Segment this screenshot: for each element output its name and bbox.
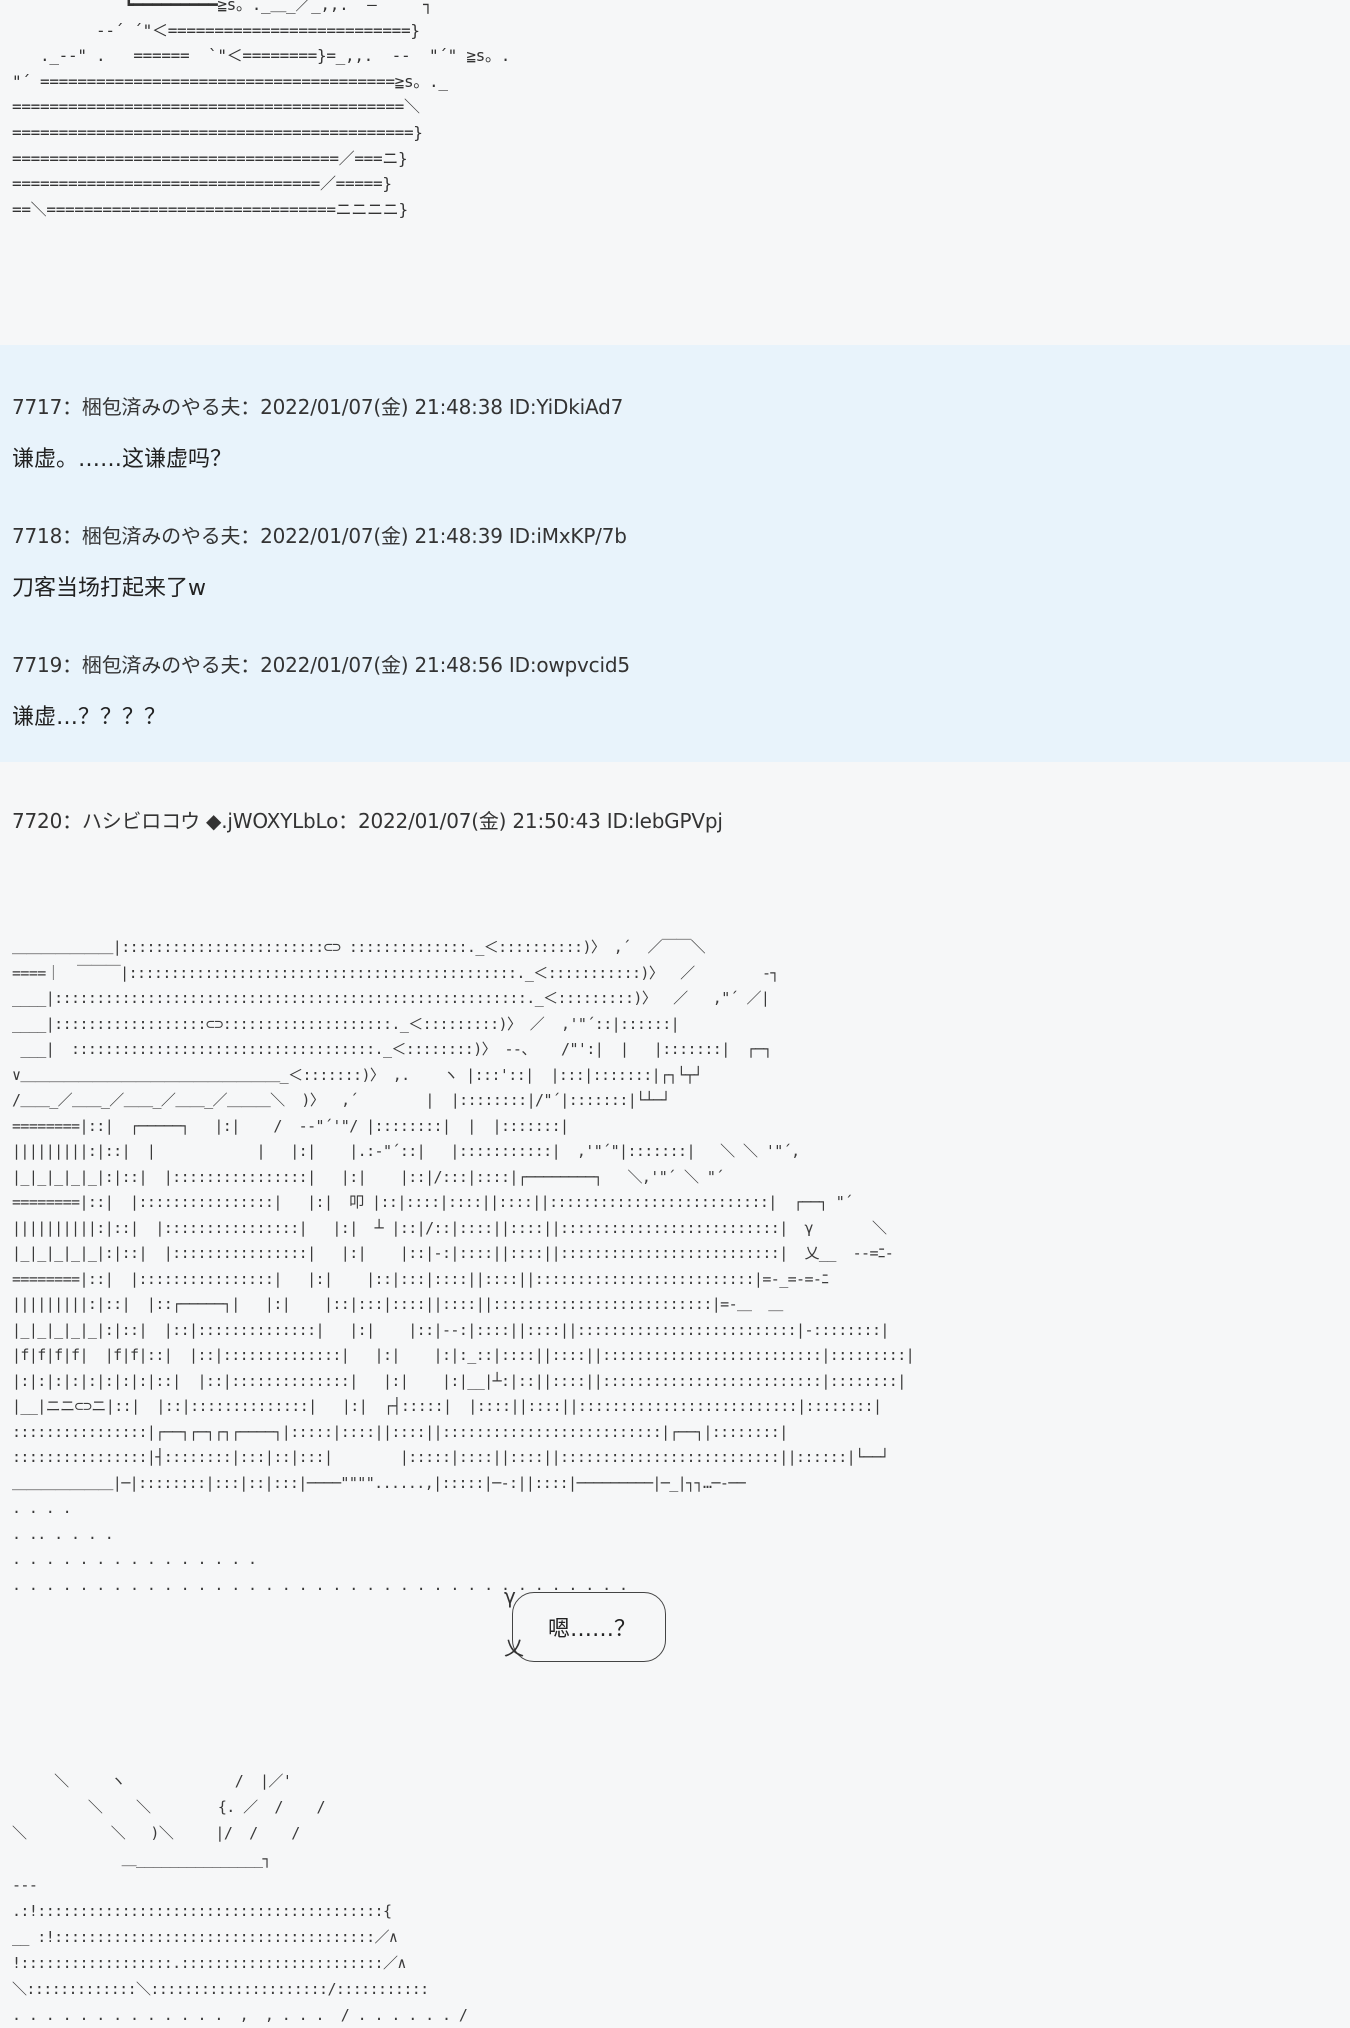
post-header-7720: 7720：ハシビロコウ ◆.jWOXYLbLo：2022/01/07(金) 21… [12,809,723,833]
post-body-7719: 谦虚…？？？？ [12,705,167,730]
speech-bubble-hook-icon: γ [504,1584,516,1608]
speech-bubble-text: 嗯……？ [548,1617,637,1642]
ascii-art-top: ┗━━━━━━━━━≧s。._＿_／_,,. ― ┐ -‐´ ´"＜======… [12,0,511,219]
ascii-art-bottom: ＼ ヽ / |／' ＼ ＼ {. ／ / / ＼ ＼ )＼ |/ / / ＿__… [12,1772,468,2024]
post-body-7718: 刀客当场打起来了w [12,576,206,601]
post-header-7718: 7718：梱包済みのやる夫：2022/01/07(金) 21:48:39 ID:… [12,524,627,548]
ascii-art-street-scene: ＿＿＿＿＿＿＿|::::::::::::::::::::::::⊂⊃ :::::… [12,938,915,1594]
post-body-7717: 谦虚。……这谦虚吗？ [12,447,233,472]
post-header-7719: 7719：梱包済みのやる夫：2022/01/07(金) 21:48:56 ID:… [12,653,630,677]
highlighted-posts-band [0,345,1350,762]
speech-bubble-tail-icon: 乂 [504,1636,524,1660]
speech-bubble [512,1592,666,1662]
post-header-7717: 7717：梱包済みのやる夫：2022/01/07(金) 21:48:38 ID:… [12,395,624,419]
